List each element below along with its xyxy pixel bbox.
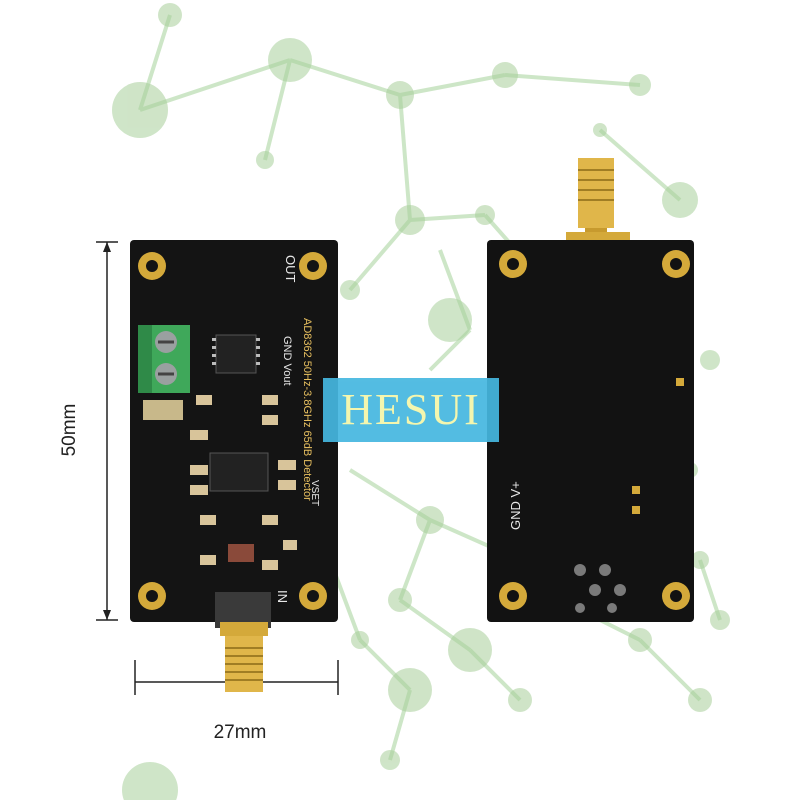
front-pcb [130,240,338,692]
vset-label: VSET [309,480,320,506]
gnd-vout-label: GND Vout [281,336,293,386]
watermark-badge: HESUI [323,378,499,442]
out-label: OUT [283,255,298,283]
in-label: IN [275,590,290,603]
height-dimension-line [96,241,118,621]
board-title: AD8362 50Hz-3.8GHz 65dB Detector [301,318,313,501]
power-terminal-block [138,325,190,393]
height-dimension-label: 50mm [59,403,80,457]
watermark-text: HESUI [341,385,481,434]
width-dimension-label: 27mm [213,722,267,743]
back-pcb [487,158,694,622]
in-sma-connector [215,592,271,692]
gnd-vplus-label: GND V+ [508,481,523,530]
